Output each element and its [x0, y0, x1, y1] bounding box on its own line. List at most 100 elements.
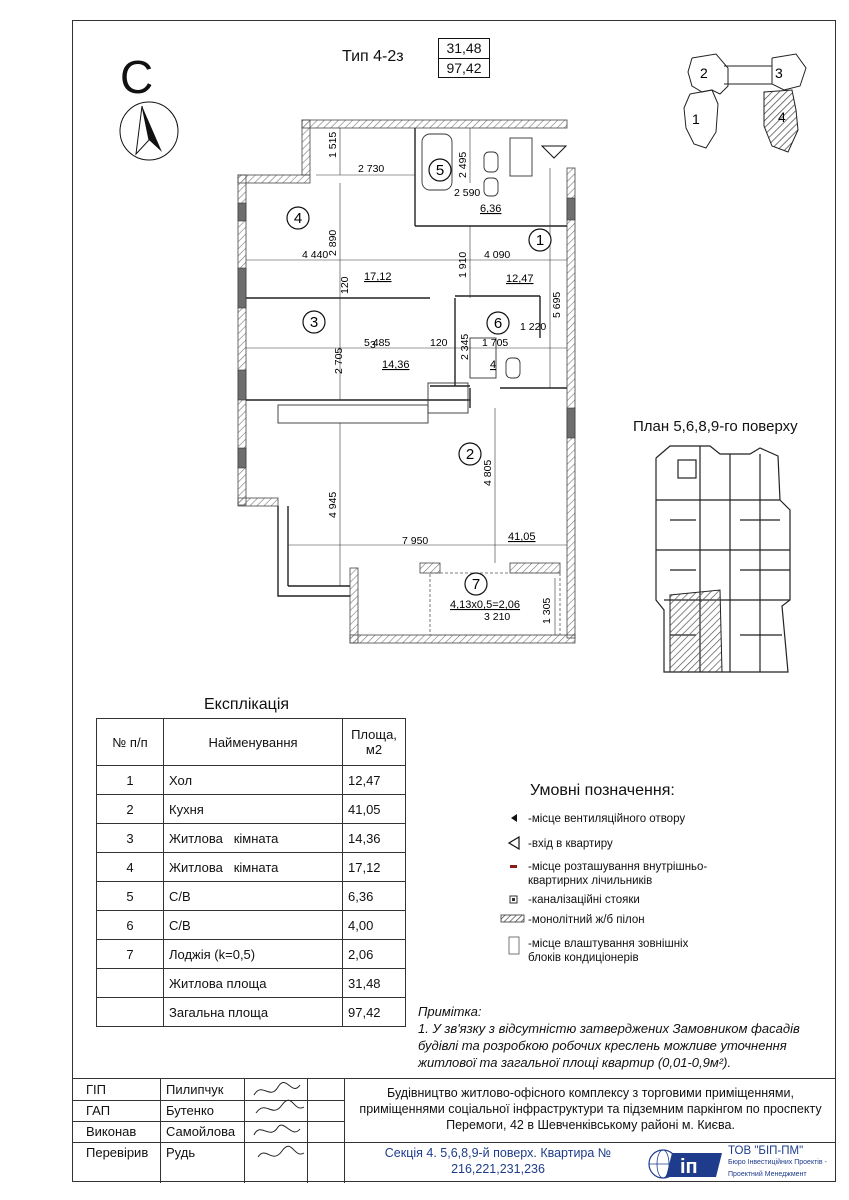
legend-item-vent: -місце вентиляційного отвору	[528, 813, 686, 825]
role-executor: Виконав	[86, 1124, 137, 1139]
explication-title: Експлікація	[204, 696, 290, 713]
room-area-6: 4	[490, 359, 496, 371]
company-sub1: Бюро Інвестиційних Проектів -	[728, 1159, 827, 1166]
row-name: Лоджія (k=0,5)	[163, 939, 343, 969]
room-number-4: 4	[294, 210, 302, 227]
dim-text: 3 210	[484, 611, 510, 623]
row-number: 5	[96, 881, 164, 911]
project-description: Будівництво житлово-офісного комплексу з…	[359, 1086, 822, 1132]
legend-item-entry: -вхід в квартиру	[528, 838, 613, 850]
dim-text: 120	[430, 337, 448, 349]
row-name: Житлова площа	[163, 968, 343, 998]
key-section-3: 3	[775, 65, 783, 81]
key-section-4: 4	[778, 109, 786, 125]
sewer-riser-icon	[509, 895, 518, 904]
dim-text: 5 695	[551, 292, 563, 318]
row-name: С/В	[163, 910, 343, 940]
row-area: 97,42	[342, 997, 406, 1027]
room-number-5: 5	[436, 162, 444, 179]
room-area-3: 14,36	[382, 359, 410, 371]
dim-text: 4 805	[482, 460, 494, 486]
row-area: 4,00	[342, 910, 406, 940]
company-sub2: Проектний Менеджмент	[728, 1171, 807, 1178]
header-area: Площа, м2	[342, 718, 406, 766]
ac-unit-icon	[508, 936, 520, 955]
company-name: ТОВ "БІП-ПМ"	[728, 1145, 804, 1157]
room-number-1: 1	[536, 232, 544, 249]
title-block: ГІП Пилипчук ГАП Бутенко Виконав Самойло…	[72, 1078, 836, 1183]
company-info: ТОВ "БІП-ПМ" Бюро Інвестиційних Проектів…	[728, 1145, 827, 1181]
signatures-icon	[253, 1081, 305, 1158]
sheet-description: Секція 4. 5,6,8,9-й поверх. Квартира № 2…	[384, 1146, 612, 1176]
key-plan: 2 3 1 4	[683, 53, 807, 153]
room-number-3: 3	[310, 314, 318, 331]
row-name: Загальна площа	[163, 997, 343, 1027]
name-gap: Бутенко	[166, 1103, 215, 1118]
name-checker: Рудь	[166, 1145, 196, 1160]
note-title: Примітка:	[418, 1004, 482, 1019]
row-number: 7	[96, 939, 164, 969]
row-area: 14,36	[342, 823, 406, 853]
role-checker: Перевірив	[86, 1145, 149, 1160]
row-area: 31,48	[342, 968, 406, 998]
meter-marker-icon	[510, 865, 517, 868]
legend-title: Умовні позначення:	[530, 782, 675, 799]
row-name: Житлова кімната	[163, 852, 343, 882]
room-area-4: 17,12	[364, 271, 392, 283]
concrete-pylon-icon	[500, 914, 525, 923]
role-gip: ГІП	[86, 1082, 106, 1097]
highlighted-apartment	[669, 589, 723, 673]
legend-item-ac: -місце влаштування зовнішніх блоків конд…	[528, 938, 689, 964]
legend-item-meter: -місце розташування внутрішньо-квартирни…	[528, 861, 708, 887]
dim-text: 4 440	[302, 249, 328, 261]
entry-arrow-icon	[507, 835, 520, 851]
room-number-2: 2	[466, 446, 474, 463]
area-box: 31,48 97,42	[438, 38, 490, 78]
dim-text: 2 705	[333, 348, 345, 374]
dim-text: 1 305	[541, 598, 553, 624]
vent-marker-icon	[511, 814, 517, 822]
logo-text: іп	[680, 1156, 698, 1178]
row-name: Хол	[163, 765, 343, 795]
row-number: 4	[96, 852, 164, 882]
row-area: 12,47	[342, 765, 406, 795]
sheet-frame	[72, 20, 836, 1182]
dim-text: 3	[370, 339, 376, 351]
header-name: Найменування	[163, 718, 343, 766]
row-number: 3	[96, 823, 164, 853]
dim-text: 1 910	[457, 252, 469, 278]
dim-text: 2 590	[454, 187, 480, 199]
living-area-value: 31,48	[439, 39, 489, 59]
row-area: 2,06	[342, 939, 406, 969]
role-gap: ГАП	[86, 1103, 111, 1118]
name-gip: Пилипчук	[166, 1082, 224, 1097]
compass-letter: С	[120, 51, 154, 103]
room-area-2: 41,05	[508, 531, 536, 543]
table-header-row: № п/п Найменування Площа, м2	[96, 718, 406, 766]
total-area-value: 97,42	[446, 60, 482, 76]
note-text: 1. У зв'язку з відсутністю затверджених …	[418, 1021, 800, 1070]
row-name: Кухня	[163, 794, 343, 824]
room-number-6: 6	[494, 315, 502, 332]
key-section-2: 2	[700, 65, 708, 81]
dim-text: 2 890	[327, 230, 339, 256]
floor-plan: 1 2 3 4 5 6 7 12,47 41,05 14,36 17,12 6,…	[237, 119, 576, 644]
legend-item-pylon: -монолітний ж/б пілон	[528, 914, 645, 926]
row-number: 1	[96, 765, 164, 795]
dim-text: 2 730	[358, 163, 384, 175]
row-area: 41,05	[342, 794, 406, 824]
dim-text: 1 515	[327, 132, 339, 158]
row-number	[96, 997, 164, 1027]
company-logo-icon: іп	[648, 1149, 722, 1179]
dim-text: 2 345	[459, 334, 471, 360]
key-section-1: 1	[692, 111, 700, 127]
room-area-5: 6,36	[480, 203, 501, 215]
